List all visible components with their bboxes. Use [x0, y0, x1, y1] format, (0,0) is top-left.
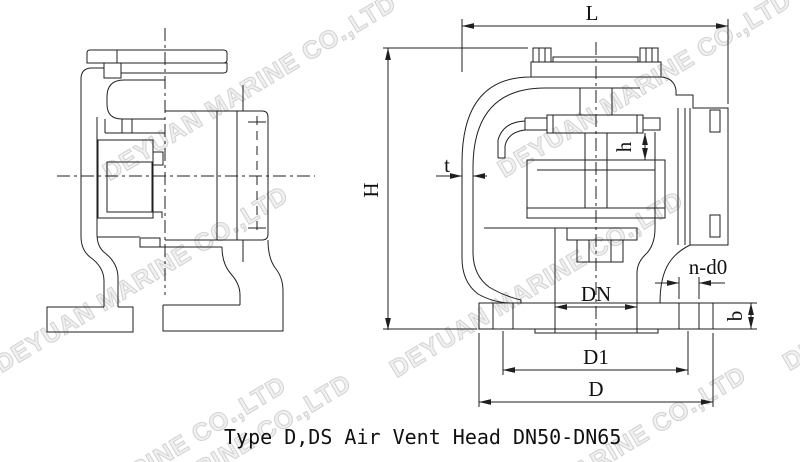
dim-label-b: b [723, 311, 747, 322]
dim-label-t: t [444, 153, 450, 177]
dimension-extension-lines [383, 19, 757, 407]
dim-label-nd0: n-d0 [689, 255, 728, 279]
dimension-annotations [383, 19, 757, 407]
dim-label-DN: DN [581, 282, 611, 306]
side-view [46, 28, 315, 333]
dim-label-L: L [586, 1, 599, 25]
drawing-caption: Type D,DS Air Vent Head DN50-DN65 [224, 425, 622, 449]
dim-label-H: H [359, 182, 383, 197]
dim-label-D: D [588, 377, 603, 401]
dimension-labels: L H t h DN D1 D n-d0 b [359, 1, 747, 401]
dim-label-D1: D1 [583, 345, 609, 369]
side-view-centerlines [57, 28, 315, 295]
section-view [461, 42, 729, 340]
dim-label-h: h [612, 141, 636, 152]
